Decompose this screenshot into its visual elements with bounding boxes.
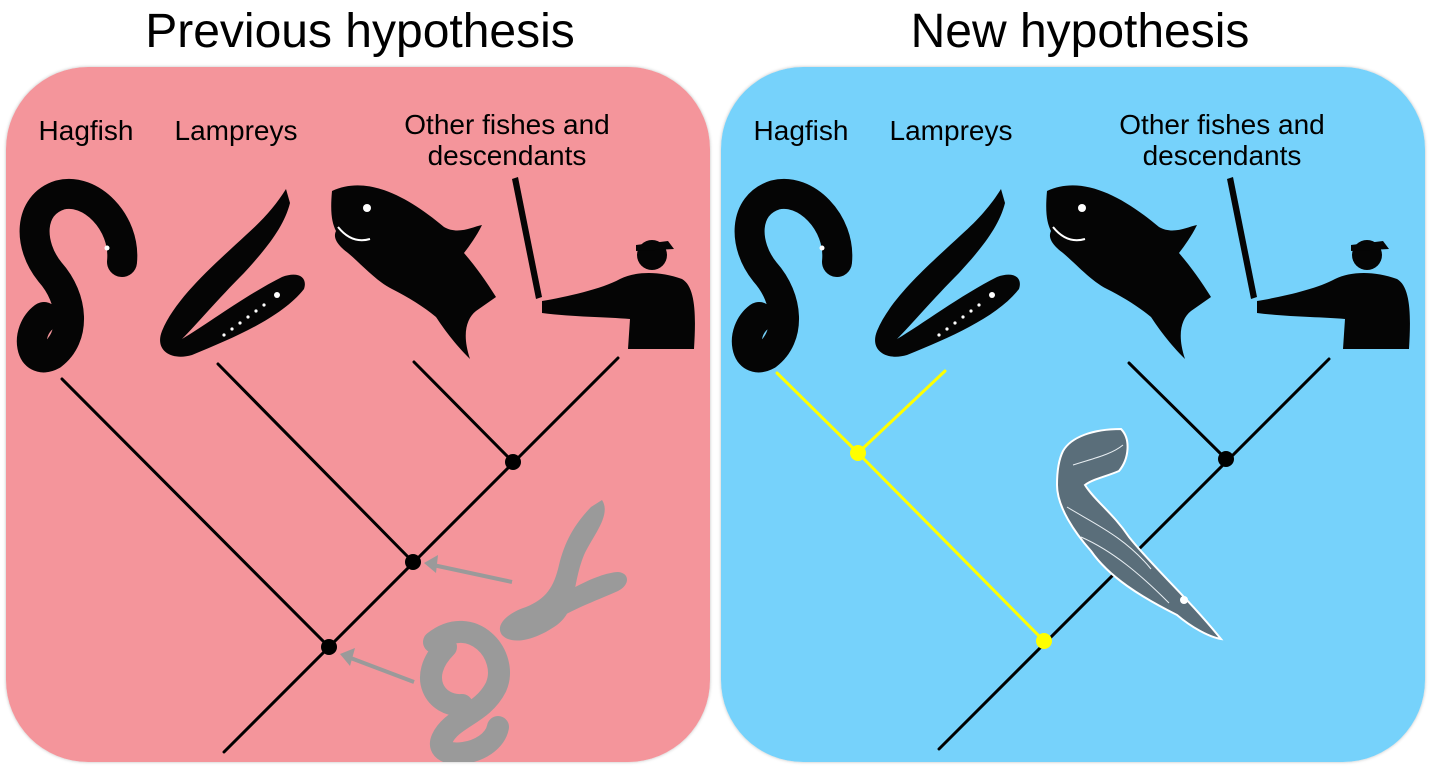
previous-hypothesis-title: Previous hypothesis <box>145 5 575 58</box>
ghost-lamprey-icon <box>499 500 627 641</box>
tree-node <box>505 454 521 470</box>
taxon-label-lampreys: Lampreys <box>889 115 1013 146</box>
cladogram <box>60 356 620 754</box>
lamprey-branch <box>216 362 415 564</box>
shark-silhouette-icon <box>331 185 496 359</box>
hagfish-branch <box>775 371 860 455</box>
tree-node <box>1218 451 1234 467</box>
fossil-fish-icon <box>1055 427 1224 641</box>
tree-node <box>321 639 337 655</box>
root-stem <box>222 356 620 754</box>
shark-branch <box>412 360 515 464</box>
shark-silhouette-icon <box>1046 185 1211 359</box>
taxon-label-hagfish: Hagfish <box>753 115 849 146</box>
hagfish-silhouette-icon <box>16 178 138 373</box>
taxon-label-other-fishes: Other fishes and descendants <box>404 109 610 171</box>
panel-background <box>6 67 710 762</box>
shark-branch <box>1127 361 1228 461</box>
baseball-batter-silhouette-icon <box>512 177 695 349</box>
hagfish-branch <box>60 377 331 649</box>
taxon-label-other-fishes: Other fishes and descendants <box>1119 109 1325 171</box>
cyclostome-node <box>850 445 866 461</box>
lamprey-branch <box>856 369 947 455</box>
new-hypothesis-panel: Hagfish Lampreys Other fishes and descen… <box>721 67 1425 762</box>
tree-nodes <box>321 454 521 655</box>
lamprey-silhouette-icon <box>875 189 1020 357</box>
panel-background <box>721 67 1425 762</box>
previous-tree-diagram <box>6 67 710 762</box>
baseball-batter-silhouette-icon <box>1227 177 1410 349</box>
arrow-icon <box>340 648 415 684</box>
ghost-hagfish-icon <box>420 620 510 762</box>
cyclostome-stem <box>856 451 1046 643</box>
arrow-icon <box>424 555 513 584</box>
previous-hypothesis-panel: Hagfish Lampreys Other fishes and descen… <box>6 67 710 762</box>
hagfish-silhouette-icon <box>731 178 853 373</box>
lamprey-silhouette-icon <box>160 189 305 357</box>
taxon-label-lampreys: Lampreys <box>174 115 298 146</box>
taxon-label-hagfish: Hagfish <box>38 115 134 146</box>
cyclostome-root-node <box>1036 633 1052 649</box>
new-tree-diagram <box>721 67 1425 762</box>
tree-node <box>405 554 421 570</box>
cladogram <box>775 357 1331 751</box>
new-hypothesis-title: New hypothesis <box>910 5 1250 58</box>
